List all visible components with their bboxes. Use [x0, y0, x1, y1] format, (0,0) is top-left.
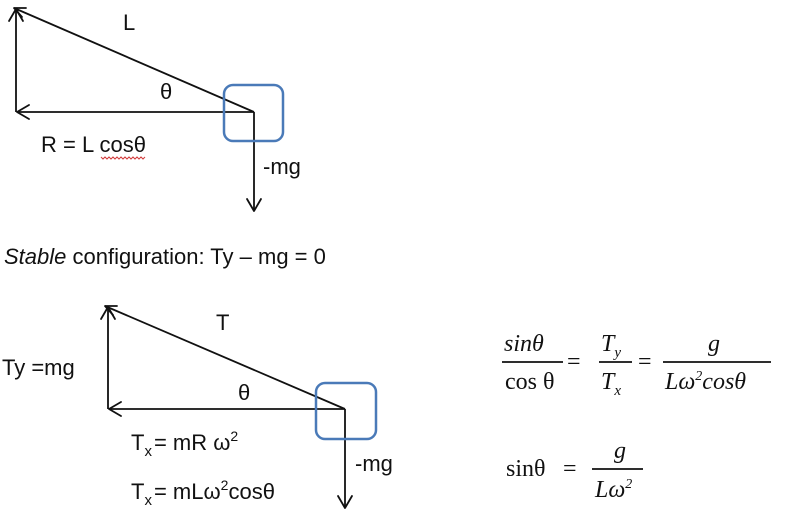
- top-label-theta: θ: [160, 79, 172, 104]
- eq1-den3-sup: 2: [695, 369, 702, 384]
- bottom-diagram: T Ty =mg θ -mg Tx= mR ω2 Tx= mLω2cosθ: [2, 305, 393, 509]
- eq1-den-cos: cos θ: [505, 369, 555, 395]
- bottom-label-T: T: [216, 310, 229, 335]
- tx1-rest: = mR ω: [154, 430, 230, 455]
- top-vertical-arrowhead: [8, 8, 24, 22]
- eq1-num-g: g: [708, 331, 720, 357]
- tx1-sup: 2: [230, 428, 238, 444]
- top-string-line: [13, 7, 255, 113]
- bottom-label-mg: -mg: [355, 451, 393, 476]
- bottom-vertical-arrowhead: [100, 306, 116, 320]
- top-gravity-arrowhead: [246, 198, 262, 212]
- eq2-den-a: Lω: [594, 477, 625, 503]
- tx2-end: cosθ: [228, 479, 274, 504]
- bottom-gravity-arrowhead: [337, 495, 353, 509]
- equation-ratio: sinθ cos θ = Ty Tx = g Lω2cosθ: [502, 331, 771, 399]
- eq1-num-sin: sinθ: [504, 331, 544, 357]
- tx-equation-1: Tx= mR ω2: [131, 428, 238, 460]
- tx1-sub: x: [144, 443, 152, 460]
- eq1-Ty-sub: y: [612, 345, 621, 361]
- eq1-den3-a: Lω: [664, 369, 695, 395]
- top-label-mg: -mg: [263, 154, 301, 179]
- eq1-den-Tx: Tx: [601, 369, 621, 399]
- equation-sin: sinθ = g Lω2: [506, 438, 643, 503]
- spellcheck-underline: [100, 156, 146, 160]
- eq2-equals: =: [563, 456, 577, 482]
- eq1-Ty-T: T: [601, 331, 616, 357]
- stable-caption-rest: configuration: Ty – mg = 0: [66, 244, 325, 269]
- top-diagram: L θ R = L cosθ -mg: [8, 7, 301, 212]
- top-mass-box: [222, 83, 285, 143]
- eq1-Tx-T: T: [601, 369, 616, 395]
- top-horizontal-arrowhead: [16, 104, 30, 120]
- eq1-num-Ty: Ty: [601, 331, 621, 361]
- top-label-R-cos: cosθ: [100, 132, 146, 157]
- eq1-den-Lw2cos: Lω2cosθ: [664, 369, 746, 395]
- bottom-horizontal-arrowhead: [108, 401, 122, 417]
- eq1-equals-1: =: [567, 349, 581, 375]
- eq1-Tx-sub: x: [613, 383, 621, 399]
- tx-equation-2: Tx= mLω2cosθ: [131, 477, 275, 509]
- eq1-den3-b: cosθ: [702, 369, 746, 395]
- tx2-sub: x: [144, 492, 152, 509]
- tx2-T: T: [131, 479, 144, 504]
- bottom-label-Ty: Ty =mg: [2, 355, 75, 380]
- eq1-equals-2: =: [638, 349, 652, 375]
- eq2-den-sup: 2: [625, 477, 632, 492]
- stable-caption-italic: Stable: [4, 244, 66, 269]
- top-label-L: L: [123, 10, 135, 35]
- eq2-den-Lw2: Lω2: [594, 477, 632, 503]
- top-label-R-prefix: R = L: [41, 132, 100, 157]
- tx1-T: T: [131, 430, 144, 455]
- tx2-rest: = mLω: [154, 479, 221, 504]
- bottom-mass-box: [314, 381, 378, 441]
- eq2-num-g: g: [614, 438, 626, 464]
- bottom-string-line: [104, 305, 346, 410]
- tx2-sup: 2: [221, 477, 229, 493]
- top-label-R: R = L cosθ: [41, 132, 146, 157]
- eq2-lhs-sin: sinθ: [506, 456, 546, 482]
- stable-caption: Stable configuration: Ty – mg = 0: [4, 244, 326, 269]
- bottom-label-theta: θ: [238, 380, 250, 405]
